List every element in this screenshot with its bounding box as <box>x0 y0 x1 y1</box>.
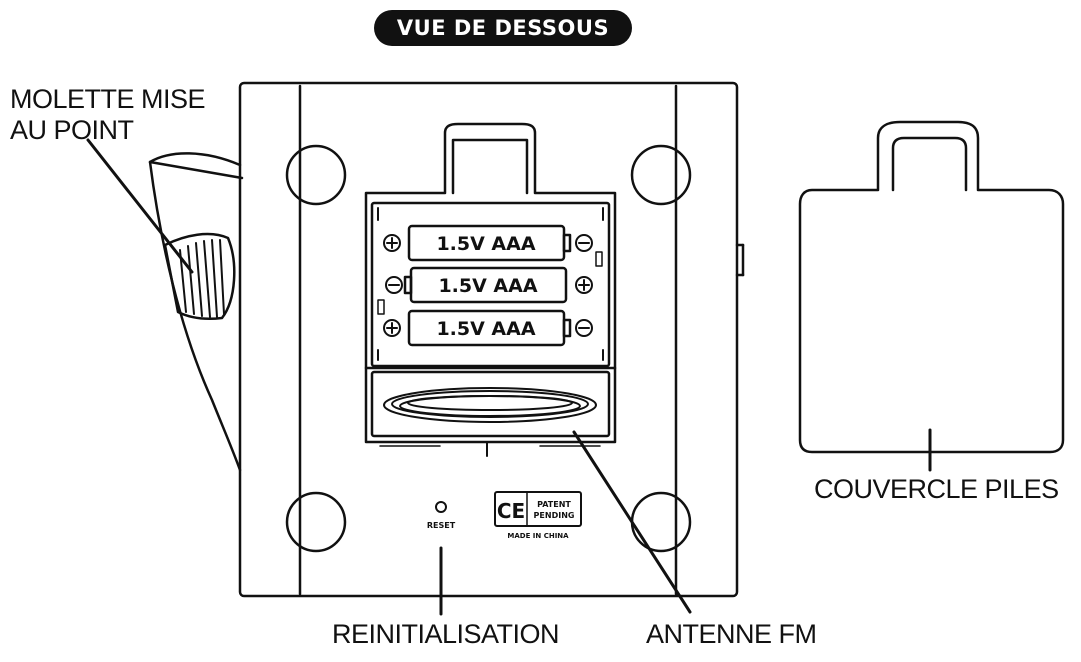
label-focus-wheel-line1: MOLETTE MISE <box>10 84 206 114</box>
view-title: VUE DE DESSOUS <box>374 10 632 46</box>
battery-cover <box>798 120 1065 454</box>
focus-wheel-knob <box>163 232 236 320</box>
foot-bottom-left <box>285 491 347 553</box>
fm-antenna-coil <box>383 387 597 423</box>
battery-cover-tab <box>891 136 968 192</box>
battery-label-2: 1.5V AAA <box>438 275 537 297</box>
battery-label-1: 1.5V AAA <box>436 233 535 255</box>
foot-top-left <box>285 144 347 206</box>
ce-mark: CE <box>497 499 525 523</box>
foot-bottom-right <box>630 491 692 553</box>
focus-wheel-ridge <box>148 160 244 180</box>
compartment-tab <box>451 138 529 195</box>
focus-wheel-grip <box>179 239 225 318</box>
foot-top-right <box>630 144 692 206</box>
label-battery-cover: COUVERCLE PILES <box>814 474 1059 504</box>
leader-molette <box>86 138 194 274</box>
patent-text-1: PATENT <box>537 500 571 509</box>
battery-label-3: 1.5V AAA <box>436 318 535 340</box>
leader-antenne <box>572 430 692 614</box>
label-focus-wheel-line2: AU POINT <box>10 115 134 145</box>
made-in-text: MADE IN CHINA <box>507 532 569 540</box>
label-reset: REINITIALISATION <box>332 619 560 649</box>
reset-text: RESET <box>427 521 456 530</box>
battery-bay <box>370 201 611 368</box>
patent-text-2: PENDING <box>534 511 575 520</box>
reset-button <box>435 501 447 513</box>
label-focus-wheel: MOLETTE MISE AU POINT <box>10 84 206 146</box>
device-body <box>238 81 739 598</box>
ce-patent-box <box>494 491 582 527</box>
battery-compartment <box>364 122 617 444</box>
label-fm-antenna: ANTENNE FM <box>646 619 817 649</box>
